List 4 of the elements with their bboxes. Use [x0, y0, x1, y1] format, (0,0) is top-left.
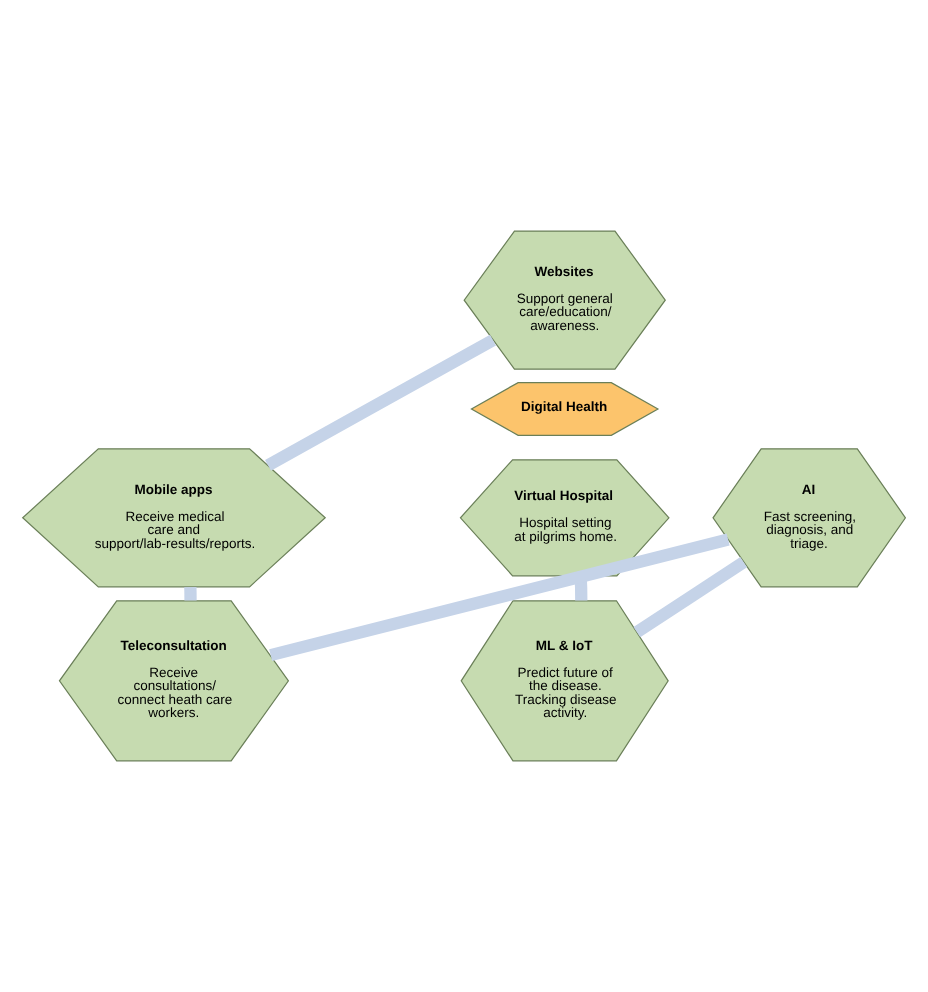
connector	[633, 556, 748, 638]
connector	[269, 533, 730, 662]
connector	[184, 586, 197, 601]
connector	[265, 334, 497, 471]
